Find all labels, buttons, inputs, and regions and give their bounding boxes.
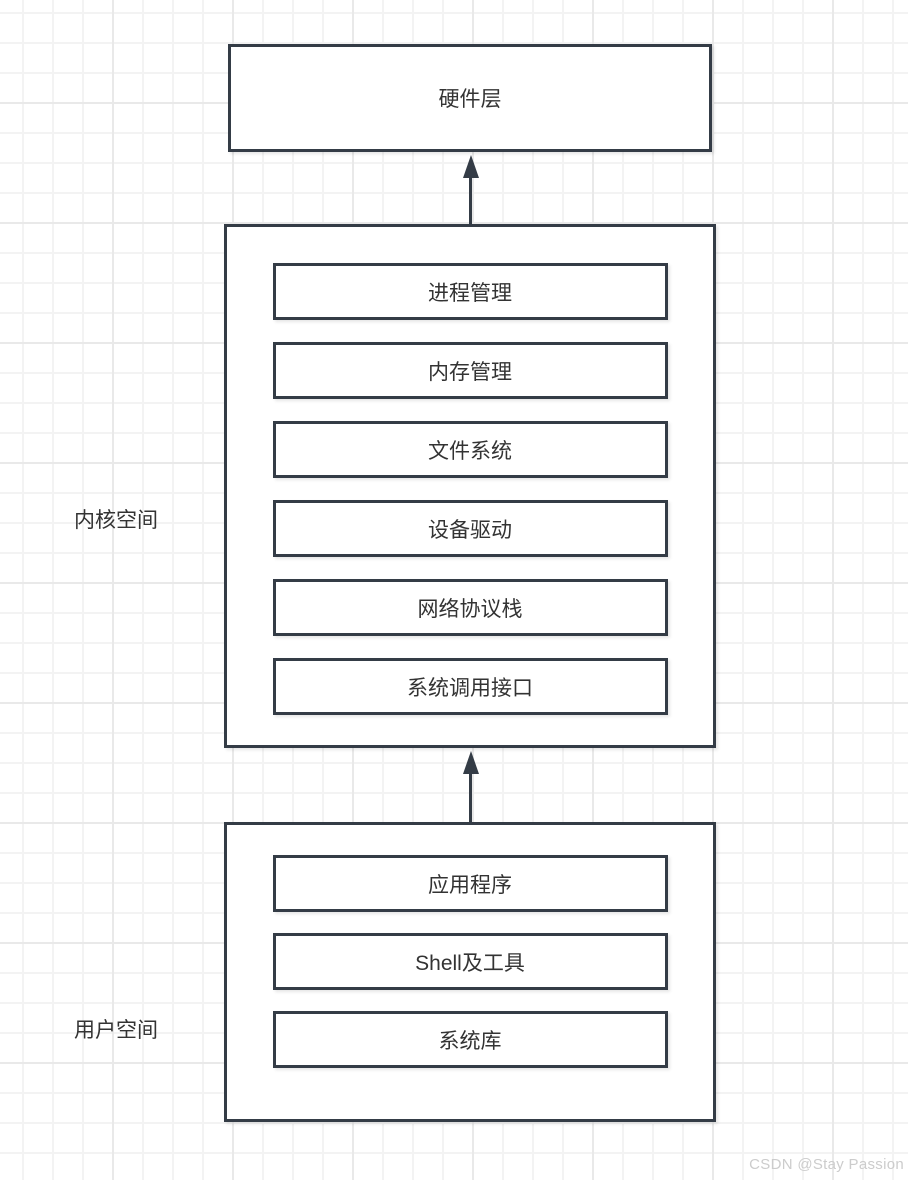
hardware-layer-label: 硬件层: [438, 88, 502, 111]
arrow-stem: [469, 774, 472, 822]
kernel-module-label: 设备驱动: [428, 518, 512, 542]
user-module-label: Shell及工具: [415, 951, 525, 975]
kernel-module-process: 进程管理: [272, 263, 668, 320]
kernel-space-container: 进程管理 内存管理 文件系统 设备驱动 网络协议栈 系统调用接口: [224, 224, 716, 748]
kernel-module-label: 系统调用接口: [407, 676, 533, 700]
hardware-layer-box: 硬件层: [228, 44, 712, 152]
kernel-module-device-driver: 设备驱动: [272, 500, 668, 557]
kernel-module-label: 内存管理: [428, 360, 512, 384]
arrow-user-to-kernel: [462, 751, 479, 822]
kernel-module-network-stack: 网络协议栈: [272, 579, 668, 636]
kernel-module-syscall-interface: 系统调用接口: [272, 658, 668, 715]
arrow-up-icon: [462, 155, 479, 178]
user-module-label: 系统库: [438, 1029, 502, 1053]
user-space-container: 应用程序 Shell及工具 系统库: [224, 822, 716, 1122]
kernel-module-label: 网络协议栈: [417, 597, 523, 621]
kernel-module-label: 进程管理: [428, 281, 512, 305]
user-module-shell-tools: Shell及工具: [272, 933, 668, 990]
user-module-system-libs: 系统库: [272, 1011, 668, 1068]
kernel-module-memory: 内存管理: [272, 342, 668, 399]
kernel-module-label: 文件系统: [428, 439, 512, 463]
watermark: CSDN @Stay Passion: [749, 1156, 904, 1173]
arrow-up-icon: [462, 751, 479, 774]
user-module-label: 应用程序: [428, 873, 512, 897]
user-space-label: 用户空间: [74, 1019, 158, 1042]
kernel-space-label: 内核空间: [74, 509, 158, 532]
user-module-applications: 应用程序: [272, 855, 668, 912]
arrow-kernel-to-hardware: [462, 155, 479, 225]
kernel-module-filesystem: 文件系统: [272, 421, 668, 478]
arrow-stem: [469, 178, 472, 225]
